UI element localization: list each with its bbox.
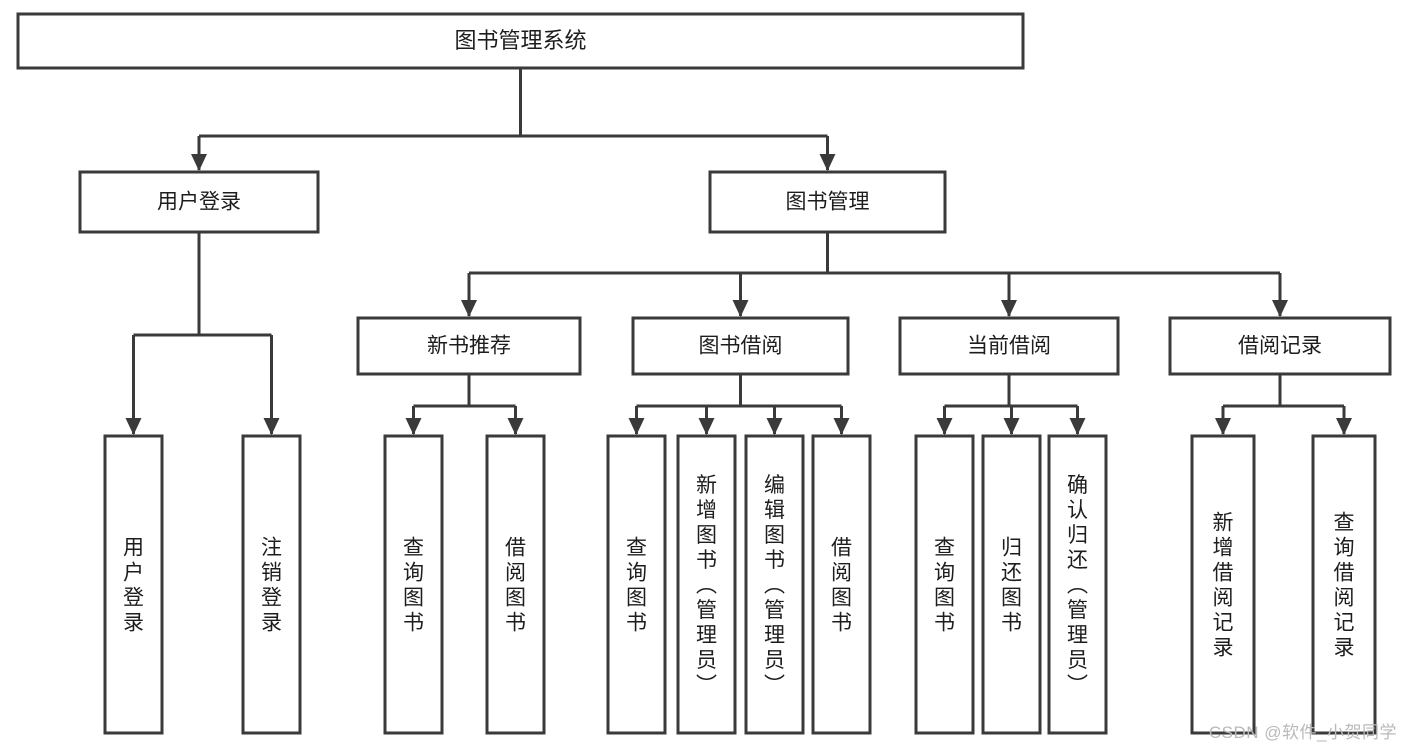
node-leaf-6-label: 编辑图书︵管理员︶ — [764, 474, 785, 697]
node-category-3-box — [1168, 316, 1392, 376]
node-root-system-label: 图书管理系统 — [454, 28, 586, 53]
node-leaf-2-label: 查询图书 — [403, 537, 424, 635]
node-leaf-11[interactable]: 新增借阅记录 — [1190, 434, 1256, 735]
node-leaf-9-box — [981, 434, 1042, 735]
watermark-text: CSDN @软件_小贺同学 — [1208, 723, 1397, 742]
node-leaf-8-box — [914, 434, 975, 735]
node-leaf-7-label: 借阅图书 — [831, 537, 852, 635]
node-user-login-label: 用户登录 — [157, 191, 241, 214]
node-leaf-3[interactable]: 借阅图书 — [485, 434, 546, 735]
node-category-0-label: 新书推荐 — [427, 335, 511, 358]
node-leaf-4-box — [606, 434, 667, 735]
node-category-1-box — [631, 316, 850, 376]
mid-1-arrow-3 — [833, 418, 850, 435]
node-leaf-9-label: 归还图书 — [1001, 537, 1022, 635]
book-mgmt-arrow-1 — [732, 300, 749, 317]
node-leaf-8-label: 查询图书 — [934, 537, 955, 635]
mid-3-arrow-0 — [1215, 418, 1231, 435]
node-leaf-0-label: 用户登录 — [123, 537, 144, 635]
node-leaf-7-box — [811, 434, 872, 735]
book-mgmt-arrow-2 — [1001, 300, 1017, 317]
node-leaf-3-label: 借阅图书 — [505, 537, 526, 635]
node-leaf-6-box — [744, 434, 805, 735]
node-category-1-label: 图书借阅 — [699, 335, 783, 358]
node-book-management-label: 图书管理 — [786, 191, 870, 214]
connector-layer — [125, 68, 1352, 435]
node-leaf-5-box — [676, 434, 737, 735]
book-mgmt-arrow-3 — [1272, 300, 1288, 317]
node-leaf-7[interactable]: 借阅图书 — [811, 434, 872, 735]
node-leaf-12-box — [1311, 434, 1377, 735]
node-category-0-box — [356, 316, 582, 376]
mid-1-arrow-0 — [628, 418, 645, 435]
mid-0-arrow-1 — [507, 418, 524, 435]
node-leaf-1-box — [241, 434, 302, 735]
node-leaf-5[interactable]: 新增图书︵管理员︶ — [676, 434, 737, 735]
node-root-system[interactable]: 图书管理系统 — [16, 12, 1025, 70]
node-leaf-5-label: 新增图书︵管理员︶ — [696, 474, 717, 697]
node-leaf-1[interactable]: 注销登录 — [241, 434, 302, 735]
node-leaf-3-box — [485, 434, 546, 735]
node-category-2-box — [898, 316, 1120, 376]
mid-3-arrow-1 — [1336, 418, 1352, 435]
node-category-1[interactable]: 图书借阅 — [631, 316, 850, 376]
node-leaf-10[interactable]: 确认归还︵管理员︶ — [1047, 434, 1108, 735]
node-leaf-0[interactable]: 用户登录 — [103, 434, 164, 735]
root-arrow-1 — [819, 154, 836, 171]
mid-0-arrow-0 — [405, 418, 422, 435]
node-leaf-4-label: 查询图书 — [626, 537, 647, 635]
node-category-2[interactable]: 当前借阅 — [898, 316, 1120, 376]
node-leaf-0-box — [103, 434, 164, 735]
node-leaf-6[interactable]: 编辑图书︵管理员︶ — [744, 434, 805, 735]
user-login-arrow-0 — [125, 418, 142, 435]
root-arrow-0 — [191, 154, 207, 171]
node-leaf-8[interactable]: 查询图书 — [914, 434, 975, 735]
user-login-arrow-1 — [263, 418, 280, 435]
node-user-login-box — [78, 170, 320, 234]
node-leaf-4[interactable]: 查询图书 — [606, 434, 667, 735]
node-user-login[interactable]: 用户登录 — [78, 170, 320, 234]
node-leaf-9[interactable]: 归还图书 — [981, 434, 1042, 735]
mid-2-arrow-2 — [1069, 418, 1086, 435]
node-category-3[interactable]: 借阅记录 — [1168, 316, 1392, 376]
node-leaf-2-box — [383, 434, 444, 735]
mid-1-arrow-2 — [766, 418, 783, 435]
node-root-system-box — [16, 12, 1025, 70]
node-leaf-11-box — [1190, 434, 1256, 735]
node-leaf-10-label: 确认归还︵管理员︶ — [1067, 474, 1088, 697]
book-mgmt-arrow-0 — [461, 300, 477, 317]
node-book-management[interactable]: 图书管理 — [708, 170, 947, 234]
node-book-management-box — [708, 170, 947, 234]
node-category-3-label: 借阅记录 — [1238, 335, 1322, 358]
node-leaf-1-label: 注销登录 — [261, 537, 282, 635]
node-layer: 图书管理系统用户登录图书管理新书推荐图书借阅当前借阅借阅记录用户登录注销登录查询… — [16, 12, 1392, 735]
node-leaf-10-box — [1047, 434, 1108, 735]
node-leaf-12-label: 查询借阅记录 — [1334, 512, 1355, 660]
node-category-2-label: 当前借阅 — [967, 335, 1051, 358]
node-category-0[interactable]: 新书推荐 — [356, 316, 582, 376]
mid-2-arrow-0 — [936, 418, 953, 435]
mid-1-arrow-1 — [698, 418, 715, 435]
node-leaf-12[interactable]: 查询借阅记录 — [1311, 434, 1377, 735]
node-leaf-11-label: 新增借阅记录 — [1213, 512, 1234, 660]
mid-2-arrow-1 — [1003, 418, 1020, 435]
node-leaf-2[interactable]: 查询图书 — [383, 434, 444, 735]
